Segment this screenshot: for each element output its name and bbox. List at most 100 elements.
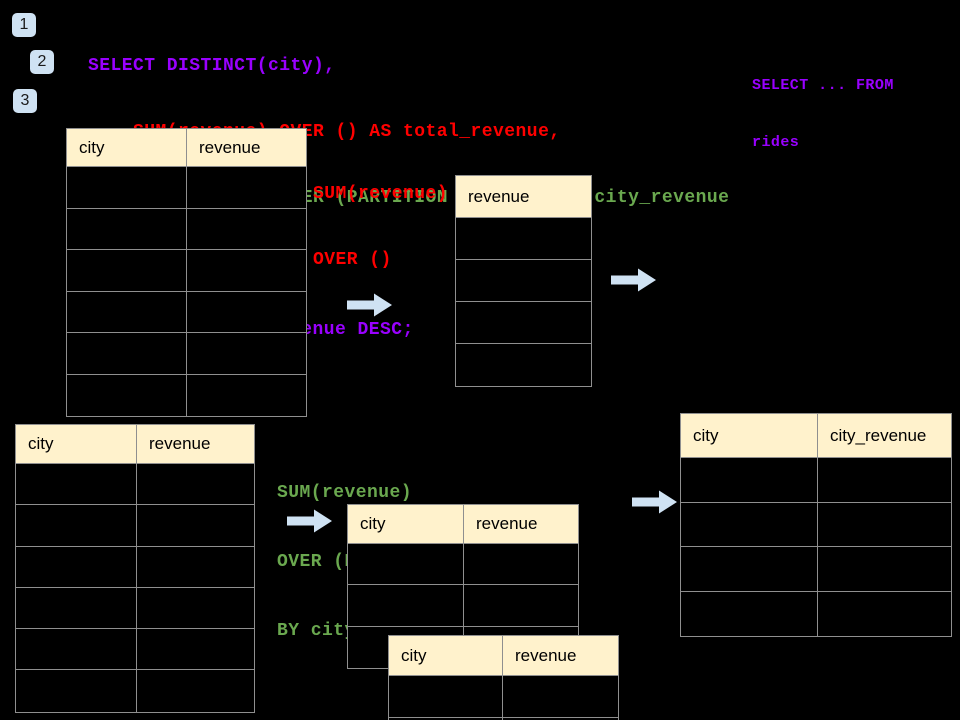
column-header-city_revenue: city_revenue: [818, 414, 951, 458]
table-row: [456, 344, 591, 386]
table-cell: [16, 670, 137, 712]
table-cell: [137, 505, 254, 547]
table-cell: [464, 544, 578, 586]
table-row: [389, 676, 618, 718]
arrow-right-icon: [287, 509, 333, 533]
table-row: [456, 302, 591, 344]
table-cell: [503, 676, 618, 718]
table-cell: [137, 464, 254, 506]
table-cell: [187, 374, 306, 416]
table-cell: [187, 333, 306, 375]
sql-line-select: SELECT DISTINCT(city),: [88, 56, 336, 76]
table-row: [456, 218, 591, 260]
table-cell: [456, 344, 591, 386]
table-row: [16, 587, 254, 630]
table-revenue-only: revenue: [455, 175, 592, 387]
table-row: [16, 670, 254, 712]
table-row: [456, 260, 591, 302]
step-badge-2: 2: [30, 50, 54, 74]
table-cell: [464, 585, 578, 627]
column-header-city: city: [16, 425, 137, 464]
column-header-city: city: [389, 636, 503, 676]
table-cell: [818, 591, 951, 636]
table-cell: [389, 718, 503, 720]
table-cell: [137, 587, 254, 630]
table-cell: [187, 250, 306, 292]
label-line: OVER (): [313, 250, 392, 270]
column-header-revenue: revenue: [456, 176, 591, 218]
label-sum-over-all: SUM(revenue) OVER (): [313, 139, 448, 315]
column-header-city: city: [67, 129, 187, 167]
column-header-revenue: revenue: [137, 425, 254, 464]
table-row: [16, 629, 254, 671]
table-row: [389, 718, 618, 720]
side-note-line-2: rides: [752, 134, 800, 151]
table-row: [16, 546, 254, 588]
table-header-row: revenue: [456, 176, 591, 218]
table-cell: [67, 333, 187, 375]
table-cell: [137, 629, 254, 671]
table-row: [67, 167, 306, 209]
table-row: [67, 333, 306, 375]
column-header-city: city: [348, 505, 464, 544]
table-cell: [456, 218, 591, 260]
table-cell: [681, 502, 818, 547]
arrow-right-icon: [347, 293, 393, 317]
table-cell: [681, 591, 818, 636]
table-cell: [818, 458, 951, 503]
arrow-right-icon: [611, 268, 657, 292]
step-badge-3: 3: [13, 89, 37, 113]
table-cell: [503, 718, 618, 720]
table-row: [67, 208, 306, 250]
table-row: [67, 291, 306, 333]
table-cell: [187, 167, 306, 209]
table-cell: [818, 502, 951, 547]
table-cell: [818, 547, 951, 592]
table-cell: [389, 676, 503, 718]
table-row: [681, 502, 951, 547]
column-header-revenue: revenue: [503, 636, 618, 676]
table-cell: [137, 670, 254, 712]
table-row: [67, 250, 306, 292]
column-header-city: city: [681, 414, 818, 458]
table-cell: [16, 505, 137, 547]
table-cell: [681, 458, 818, 503]
table-cell: [67, 374, 187, 416]
label-line: SUM(revenue): [277, 483, 413, 503]
side-note: SELECT ... FROM rides: [752, 38, 894, 190]
table-cell: [348, 544, 464, 586]
step-badge-1: 1: [12, 13, 36, 37]
table-cell: [67, 167, 187, 209]
label-line: SUM(revenue): [313, 184, 449, 204]
table-cell: [681, 547, 818, 592]
table-cell: [456, 260, 591, 302]
table-cell: [187, 291, 306, 333]
column-header-revenue: revenue: [187, 129, 306, 167]
table-row: [348, 585, 578, 627]
table-cell: [16, 587, 137, 630]
table-cell: [67, 208, 187, 250]
table-row: [16, 505, 254, 547]
table-row: [681, 458, 951, 503]
table-cell: [456, 302, 591, 344]
side-note-line-1: SELECT ... FROM: [752, 77, 894, 94]
table-cell: [16, 546, 137, 588]
table-cell: [67, 250, 187, 292]
table-row: [681, 547, 951, 592]
table-cell: [16, 629, 137, 671]
arrow-right-icon: [632, 490, 678, 514]
table-row: [67, 374, 306, 416]
table-cell: [16, 464, 137, 506]
table-cell: [348, 585, 464, 627]
table-cell: [67, 291, 187, 333]
